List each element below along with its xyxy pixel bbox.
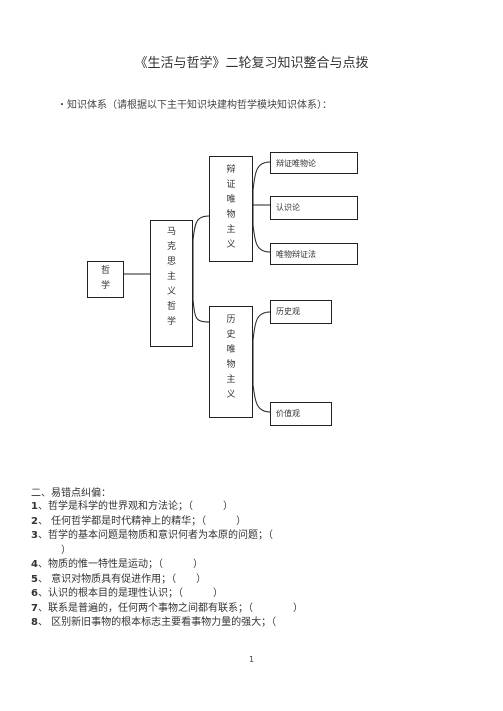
marxist-brace-connector [192,215,210,323]
list-item: 7、联系是普遍的，任何两个事物之间都有联系；（ ） [31,602,303,614]
dialectical-brace-connector [252,161,271,253]
list-item: 4、物质的惟一特性是运动；（ ） [31,559,203,570]
node-historical-label: 历 史 唯 物 主 义 [226,315,236,400]
list-item: 6、认识的根本目的是理性认识；（ ） [31,588,223,599]
node-dialectical-label: 辩 证 唯 物 主 义 [226,165,236,250]
leaf-view-of-history: 历史观 [270,300,332,324]
list-item: 1、哲学是科学的世界观和方法论；（ ） [31,501,233,512]
list-item: 5、 意识对物质具有促进作用；（ ） [31,573,207,585]
node-marxist-label: 马 克 思 主 义 哲 学 [166,227,176,327]
leaf-dialectical-materialism-theory: 辩证唯物论 [270,152,358,174]
node-marxist-philosophy: 马 克 思 主 义 哲 学 [150,220,193,347]
leaf4-label: 历史观 [276,307,300,316]
node-philosophy: 哲 学 [87,261,124,298]
leaf3-label: 唯物辩证法 [276,250,316,259]
page-number: 1 [248,655,255,664]
historical-brace-connector [252,311,271,413]
leaf2-label: 认识论 [276,203,300,212]
section-heading-error-points: 二、易错点纠偏： [31,488,111,499]
list-item: 3、哲学的基本问题是物质和意识何者为本原的问题；（ [31,530,273,541]
error-point-list: 1、哲学是科学的世界观和方法论；（ ） 2、 任何哲学都是时代精神上的精华；（ … [31,500,303,631]
node-dialectical-materialism: 辩 证 唯 物 主 义 [209,156,253,262]
leaf-epistemology: 认识论 [270,196,358,220]
page-title: 《生活与哲学》二轮复习知识整合与点拨 [134,56,369,71]
leaf-values: 价值观 [270,402,332,426]
node-historical-materialism: 历 史 唯 物 主 义 [209,306,253,418]
list-item: 2、 任何哲学都是时代精神上的精华；（ ） [31,515,247,527]
leaf1-label: 辩证唯物论 [276,159,316,168]
node-philosophy-label: 哲 学 [100,266,110,291]
section-heading-knowledge-system: ・知识体系（请根据以下主干知识块建构哲学模块知识体系）： [57,100,332,111]
leaf5-label: 价值观 [276,409,300,418]
leaf-materialist-dialectics: 唯物辩证法 [270,243,358,265]
list-item-continuation: ） [61,544,71,556]
list-item: 8、 区别新旧事物的根本标志主要看事物力量的强大；（ [31,617,277,628]
